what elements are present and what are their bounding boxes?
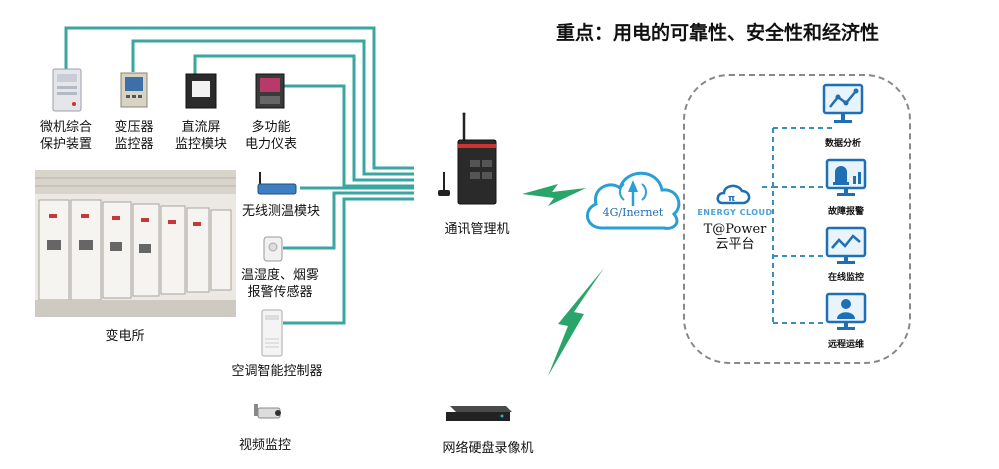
- cloud-platform-panel: [683, 74, 911, 364]
- label-sensor: 温湿度、烟雾 报警传感器: [228, 267, 332, 301]
- bolt-icon: [522, 184, 586, 206]
- label-transformer-line2: 监控器: [114, 137, 154, 152]
- label-sensor-line1: 温湿度、烟雾: [240, 268, 319, 283]
- nvr-icon: [446, 406, 512, 421]
- wire-dc-panel: [193, 54, 414, 182]
- label-protection-line1: 微机综合: [39, 120, 92, 135]
- label-transformer-line1: 变压器: [114, 120, 154, 135]
- transformer-monitor-icon: [120, 72, 148, 108]
- label-video: 视频监控: [238, 438, 291, 453]
- remote-ops-icon: [825, 292, 867, 330]
- label-meter-line2: 电力仪表: [244, 137, 297, 152]
- label-protection-line2: 保护装置: [39, 137, 92, 152]
- online-monitor-icon: [825, 226, 867, 264]
- label-substation: 变电所: [105, 329, 145, 344]
- bolt-icon-vertical: [548, 268, 604, 376]
- function-label-3: 在线监控: [827, 273, 864, 283]
- platform-subtitle: 云平台: [715, 237, 755, 252]
- fault-alarm-icon: [825, 158, 867, 196]
- cloud-label: 4G/Inernet: [602, 206, 664, 219]
- energy-cloud-logo-icon: π: [716, 184, 751, 205]
- wire-meter: [270, 84, 414, 188]
- function-label-1: 数据分析: [824, 139, 861, 149]
- ac-controller-icon: [261, 309, 283, 357]
- label-gateway: 通讯管理机: [444, 222, 510, 237]
- platform-name: T@Power: [703, 222, 767, 237]
- camera-icon: [254, 404, 281, 419]
- function-label-2: 故障报警: [827, 207, 864, 217]
- protection-device-icon: [52, 68, 82, 112]
- internet-cloud-icon: [586, 171, 681, 230]
- wire-sensor: [283, 191, 414, 250]
- wire-protection: [64, 26, 414, 170]
- wireless-module-icon: [257, 172, 297, 195]
- svg-text:π: π: [728, 194, 735, 204]
- label-ac: 空调智能控制器: [231, 364, 323, 379]
- label-meter: 多功能 电力仪表: [240, 119, 302, 153]
- wire-transformer: [131, 39, 414, 176]
- headline: 重点：用电的可靠性、安全性和经济性: [556, 22, 880, 44]
- label-transformer: 变压器 监控器: [104, 119, 164, 153]
- gateway-icon: [438, 112, 497, 205]
- label-nvr: 网络硬盘录像机: [442, 441, 534, 456]
- function-label-4: 远程运维: [827, 340, 864, 350]
- label-protection: 微机综合 保护装置: [30, 119, 102, 153]
- substation-photo: [35, 170, 236, 317]
- label-meter-line1: 多功能: [251, 120, 291, 135]
- wire-ac: [283, 197, 414, 325]
- label-wireless: 无线测温模块: [241, 204, 320, 219]
- power-meter-icon: [255, 73, 285, 109]
- energy-cloud-logo-text: ENERGY CLOUD: [697, 208, 773, 217]
- data-analysis-icon: [822, 83, 864, 123]
- dc-panel-icon: [185, 73, 217, 109]
- sensor-icon: [263, 236, 283, 262]
- label-dc-panel: 直流屏 监控模块: [168, 119, 234, 153]
- label-dc-panel-line2: 监控模块: [174, 137, 227, 152]
- label-sensor-line2: 报警传感器: [247, 285, 313, 300]
- label-dc-panel-line1: 直流屏: [181, 120, 221, 135]
